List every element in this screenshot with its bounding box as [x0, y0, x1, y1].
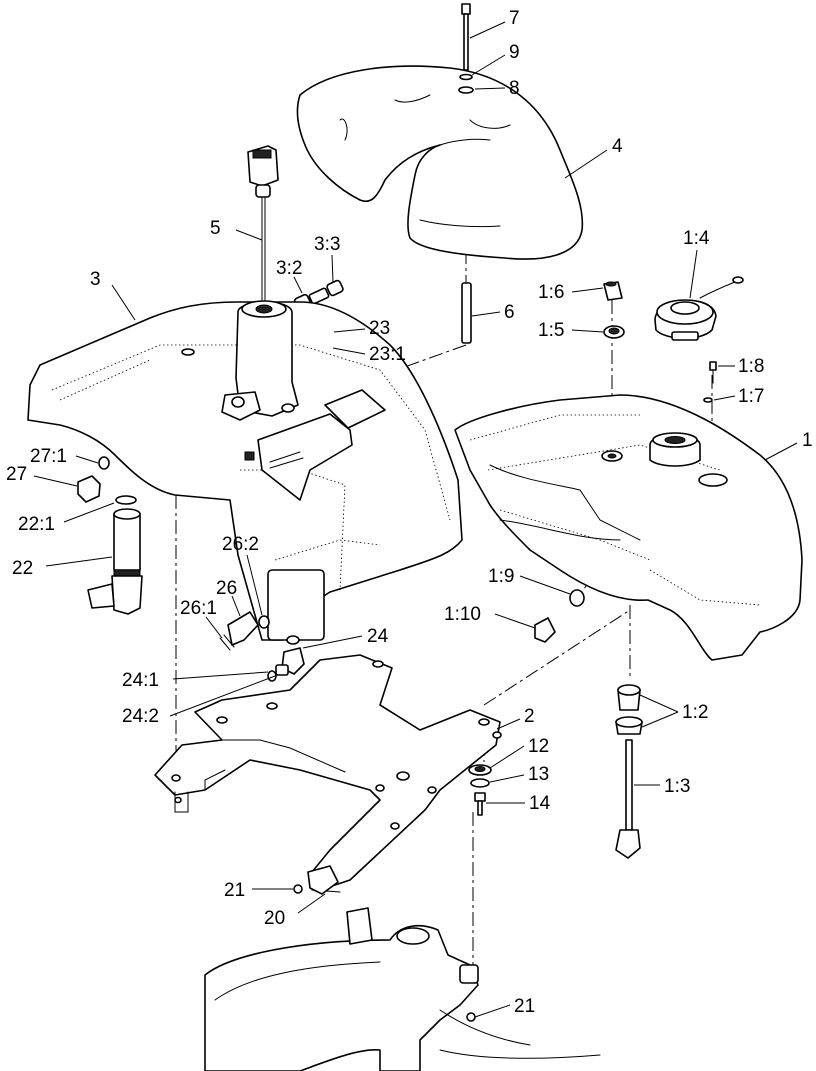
callout-labels: 7 9 8 4 5 3:3 3:2 3 23 23:1 6 1:4 1:6 1:… — [6, 8, 813, 1017]
part-1-5-grommet — [603, 325, 625, 339]
part-1-2-1-3-sender — [615, 684, 643, 859]
part-26-elbow — [219, 611, 270, 651]
callout-1-6: 1:6 — [538, 282, 564, 303]
callout-24-2: 24:2 — [122, 706, 159, 727]
leader-lines — [33, 21, 798, 1018]
callout-21-a: 21 — [224, 880, 245, 901]
part-22-filter — [87, 495, 143, 615]
callout-3-2: 3:2 — [276, 258, 302, 279]
part-24-fitting — [267, 635, 305, 682]
callout-1-8: 1:8 — [738, 356, 764, 377]
callout-24-1: 24:1 — [122, 670, 159, 691]
callout-21-b: 21 — [514, 996, 535, 1017]
callout-26: 26 — [216, 578, 237, 599]
callout-1-2: 1:2 — [682, 702, 708, 723]
part-1-6-fitting — [603, 281, 623, 301]
callout-1-3: 1:3 — [664, 776, 690, 797]
callout-14: 14 — [529, 793, 551, 814]
callout-23-1: 23:1 — [369, 344, 406, 365]
callout-7: 7 — [509, 8, 520, 29]
callout-1-9: 1:9 — [488, 566, 514, 587]
callout-12: 12 — [528, 736, 549, 757]
part-3-hydraulic-tank — [27, 300, 463, 641]
part-7-bolt — [458, 3, 474, 94]
callout-22: 22 — [12, 558, 33, 579]
callout-20: 20 — [264, 908, 285, 929]
callout-1: 1 — [802, 430, 813, 451]
callout-27: 27 — [6, 464, 27, 485]
callout-9: 9 — [509, 42, 520, 63]
callout-22-1: 22:1 — [18, 514, 55, 535]
part-1-9-1-10-fitting — [534, 589, 585, 643]
callout-27-1: 27:1 — [30, 446, 67, 467]
callout-3-3: 3:3 — [314, 234, 340, 255]
part-1-7-1-8-screw — [703, 361, 717, 403]
callout-13: 13 — [528, 764, 549, 785]
part-1-fuel-tank — [454, 394, 803, 661]
part-27-plug — [77, 456, 110, 503]
part-5-dipstick — [247, 145, 279, 301]
callout-23: 23 — [369, 318, 390, 339]
callout-5: 5 — [210, 218, 221, 239]
callout-26-2: 26:2 — [222, 534, 259, 555]
callout-6: 6 — [504, 302, 515, 323]
callout-1-5: 1:5 — [538, 320, 564, 341]
part-6-spacer — [461, 282, 472, 344]
part-2-mounting-plate — [154, 654, 502, 893]
callout-26-1: 26:1 — [180, 598, 217, 619]
callout-1-7: 1:7 — [738, 386, 764, 407]
callout-4: 4 — [612, 136, 623, 157]
callout-8: 8 — [509, 78, 520, 99]
part-20-21-bracket — [293, 865, 339, 895]
part-4-cushion — [296, 65, 584, 260]
callout-1-10: 1:10 — [444, 604, 481, 625]
frame — [204, 907, 601, 1071]
callout-24: 24 — [367, 626, 389, 647]
callout-1-4: 1:4 — [683, 228, 710, 249]
part-12-13-14-hardware — [468, 764, 492, 816]
part-1-4-fuel-cap — [654, 276, 744, 341]
callout-3: 3 — [90, 269, 101, 290]
callout-2: 2 — [524, 706, 535, 727]
